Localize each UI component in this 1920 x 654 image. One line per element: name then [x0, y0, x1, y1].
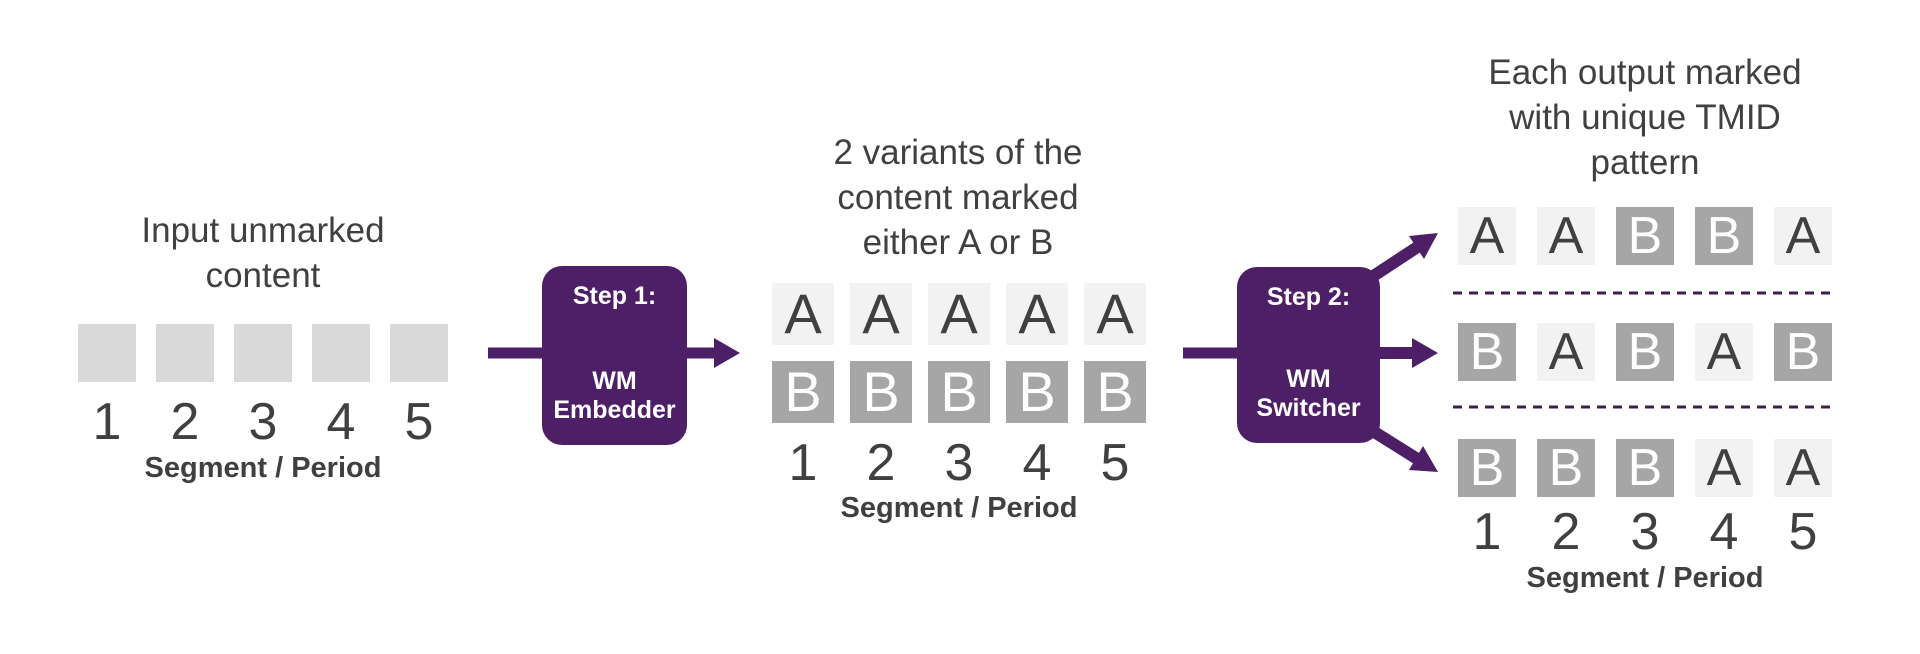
- segment-cell-a: A: [1537, 207, 1595, 265]
- segment-cell-b: B: [1774, 323, 1832, 381]
- step1-title: Step 1:: [572, 282, 657, 310]
- segment-cell-a: A: [1774, 207, 1832, 265]
- segment-cell-blank: [234, 324, 292, 382]
- segment-number: 5: [1100, 434, 1130, 492]
- input-axis-label: Segment / Period: [144, 452, 382, 484]
- segment-cell-b: B: [1006, 361, 1068, 423]
- segment-cell-a: A: [1695, 439, 1753, 497]
- segment-cell-blank: [390, 324, 448, 382]
- step1-to-variants-arrow: [686, 338, 740, 368]
- input-section-title: Input unmarked content: [141, 211, 385, 295]
- segment-cell-blank: [312, 324, 370, 382]
- segment-number: 2: [170, 393, 200, 451]
- segment-cell-a: A: [1006, 283, 1068, 345]
- segment-number: 4: [1709, 503, 1739, 561]
- segment-cell-b: B: [772, 361, 834, 423]
- segment-cell-b: B: [850, 361, 912, 423]
- segment-number: 1: [92, 393, 122, 451]
- segment-cell-b: B: [1458, 323, 1516, 381]
- segment-number: 3: [944, 434, 974, 492]
- output-section-title: Each output marked with unique TMID patt…: [1488, 53, 1802, 182]
- step2-to-output2-arrow: [1378, 338, 1438, 368]
- step1-box: Step 1: WM Embedder: [542, 266, 687, 445]
- segment-cell-blank: [78, 324, 136, 382]
- segment-number: 5: [404, 393, 434, 451]
- step2-title: Step 2:: [1266, 283, 1351, 311]
- segment-cell-b: B: [1616, 439, 1674, 497]
- output-axis-label: Segment / Period: [1526, 562, 1764, 594]
- segment-cell-b: B: [1616, 207, 1674, 265]
- segment-cell-a: A: [772, 283, 834, 345]
- variants-section-title: 2 variants of the content marked either …: [833, 133, 1083, 262]
- segment-cell-a: A: [1084, 283, 1146, 345]
- segment-cell-a: A: [1537, 323, 1595, 381]
- segment-cell-a: A: [1695, 323, 1753, 381]
- segment-cell-a: A: [1774, 439, 1832, 497]
- segment-cell-b: B: [1695, 207, 1753, 265]
- variants-axis-label: Segment / Period: [840, 492, 1078, 524]
- segment-cell-b: B: [928, 361, 990, 423]
- segment-number: 4: [1022, 434, 1052, 492]
- segment-number: 1: [1472, 503, 1502, 561]
- segment-number: 3: [1630, 503, 1660, 561]
- segment-number: 3: [248, 393, 278, 451]
- segment-cell-a: A: [1458, 207, 1516, 265]
- segment-cell-b: B: [1616, 323, 1674, 381]
- segment-number: 2: [866, 434, 896, 492]
- input-segments-row: [78, 324, 448, 382]
- step2-box: Step 2: WM Switcher: [1237, 267, 1380, 443]
- step2-name: WM Switcher: [1256, 365, 1361, 422]
- segment-cell-b: B: [1084, 361, 1146, 423]
- segment-cell-a: A: [850, 283, 912, 345]
- segment-cell-blank: [156, 324, 214, 382]
- segment-number: 5: [1788, 503, 1818, 561]
- segment-number: 2: [1551, 503, 1581, 561]
- segment-number: 1: [788, 434, 818, 492]
- segment-number: 4: [326, 393, 356, 451]
- segment-cell-b: B: [1537, 439, 1595, 497]
- segment-cell-a: A: [928, 283, 990, 345]
- segment-cell-b: B: [1458, 439, 1516, 497]
- step1-name: WM Embedder: [553, 367, 676, 424]
